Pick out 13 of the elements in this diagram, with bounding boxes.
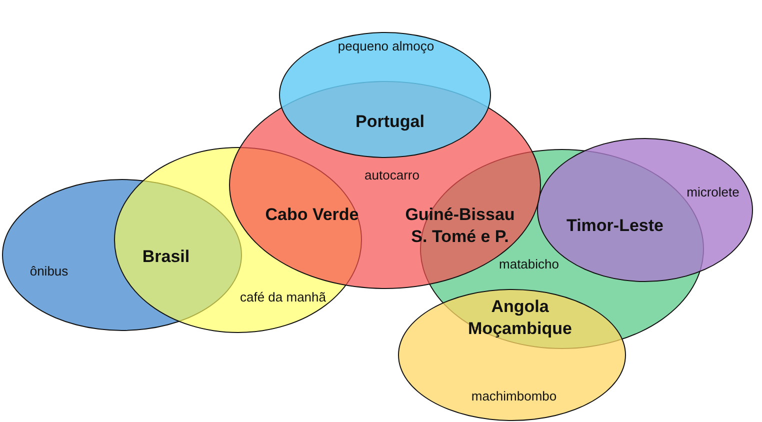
country-label: Cabo Verde bbox=[264, 204, 360, 226]
term-label: machimbombo bbox=[471, 388, 557, 404]
term-label: ônibus bbox=[30, 264, 68, 278]
term-label: café da manhã bbox=[240, 290, 326, 304]
term-label: autocarro bbox=[364, 168, 420, 182]
country-label: Angola Moçambique bbox=[467, 296, 573, 340]
term-label: microlete bbox=[686, 184, 740, 200]
term-label: matabicho bbox=[499, 256, 559, 272]
country-label: Guiné-Bissau S. Tomé e P. bbox=[404, 204, 516, 248]
term-label: pequeno almoço bbox=[338, 38, 434, 54]
country-label: Timor-Leste bbox=[566, 214, 664, 237]
country-label: Brasil bbox=[141, 246, 191, 268]
country-label: Portugal bbox=[354, 110, 426, 133]
